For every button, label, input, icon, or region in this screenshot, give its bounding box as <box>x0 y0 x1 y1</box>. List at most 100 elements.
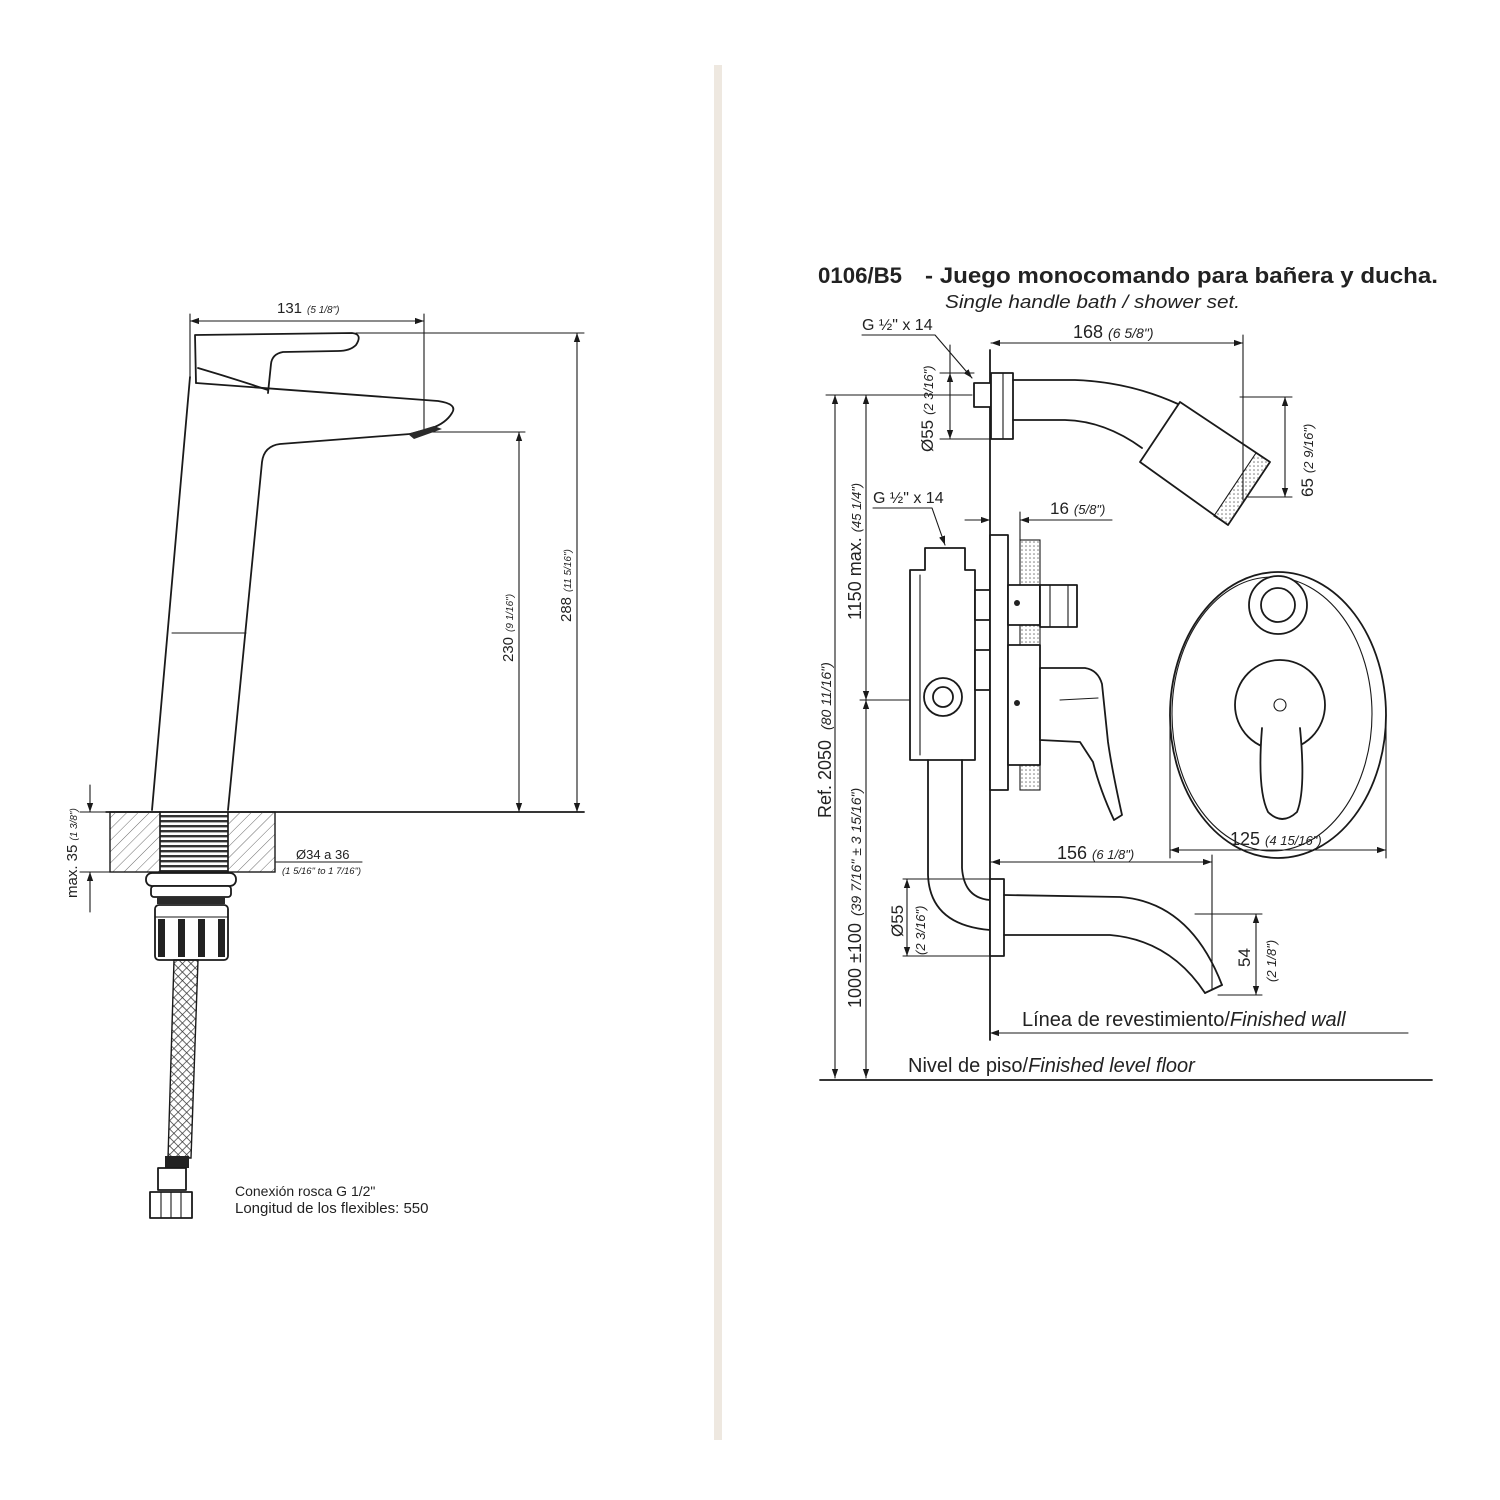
finished-floor-callout: Nivel de piso/Finished level floor <box>819 1055 1433 1081</box>
dimension-shower-arm-length: 168(6 5/8") <box>990 322 1244 501</box>
brand-logo-icon <box>1273 698 1287 712</box>
dimension-value: Ø55 <box>888 905 907 937</box>
dimension-inches: (45 1/4") <box>849 483 864 532</box>
dimension-inches: (2 3/16") <box>921 365 936 414</box>
extension-lines <box>902 878 991 957</box>
dimension-value: 1000 ±100 <box>845 923 865 1008</box>
diverter-knob-grooves <box>1049 584 1069 628</box>
dimension-label: Ø55 (2 3/16") <box>918 365 937 452</box>
spout-top <box>1003 894 1223 986</box>
shower-flange <box>990 372 1014 440</box>
dimension-spout-flange-diameter: Ø55 (2 3/16") <box>888 878 991 957</box>
nut-slot <box>198 919 205 957</box>
spout-top <box>195 382 455 435</box>
shower-arm-top <box>1012 379 1179 405</box>
handle-base <box>1007 644 1041 766</box>
dimension-inches: (2 9/16") <box>1301 424 1316 473</box>
shower-arm-bottom <box>1012 419 1143 449</box>
lever-handle-side-detail <box>1059 697 1099 701</box>
dimension-inches: (4 15/16") <box>1265 833 1322 848</box>
dimension-label: 156 (6 1/8") <box>1057 843 1134 863</box>
shower-thread-label: G ½" x 14 <box>862 317 933 334</box>
dimension-valve-height: 1000 ±100 (39 7/16" ± 3 15/16") <box>845 699 870 1079</box>
extension-lines <box>189 313 425 433</box>
spout-pipe-outer <box>927 759 991 931</box>
shower-inlet-nipple <box>973 382 992 408</box>
basin-mixer-drawing: 131 (5 1/8") 288 (11 5/16") 230(9 1/16") <box>64 300 585 1219</box>
bath-spout <box>989 878 1223 994</box>
spout-pipe-inner <box>961 759 991 901</box>
threaded-shank <box>159 811 229 873</box>
spout-outlet <box>1204 984 1223 994</box>
dimension-shower-flange-diameter: Ø55 (2 3/16") <box>918 344 992 452</box>
dimension-value: 16 <box>1050 499 1069 518</box>
dimension-value: 168 <box>1073 322 1103 342</box>
dimension-value: Ø55 <box>918 420 937 452</box>
fixing-nut-assembly <box>145 872 237 961</box>
connection-note: Conexión rosca G 1/2" <box>235 1183 375 1199</box>
finished-wall-label-en: Finished wall <box>1230 1009 1346 1031</box>
shower-head-face <box>1213 452 1271 526</box>
dimension-width: 131 (5 1/8") <box>189 300 425 433</box>
dimension-value: Ø34 a 36 <box>296 847 350 862</box>
lever-handle <box>194 332 360 394</box>
trim-side-view <box>989 534 1123 821</box>
dimension-plate-thickness: 16(5/8") <box>964 499 1113 541</box>
dimension-label: 16(5/8") <box>1050 499 1105 518</box>
body-front-edge <box>151 376 191 811</box>
dimension-inches: (6 1/8") <box>1092 847 1134 862</box>
hose-crimp <box>165 1156 189 1168</box>
lever-handle-side <box>1039 667 1123 821</box>
braided-hose <box>167 959 199 1159</box>
diverter-knob-outer <box>1248 575 1308 635</box>
countertop-hatch-left <box>109 811 161 873</box>
dimension-value: 131 <box>277 300 302 317</box>
dimension-inches: (9 1/16") <box>505 594 516 632</box>
cartridge-port <box>974 649 991 691</box>
bath-shower-set-drawing: 0106/B5 - Juego monocomando para bañera … <box>815 263 1438 1081</box>
spout-flange <box>989 878 1005 957</box>
flexible-hose <box>149 959 199 1219</box>
dimension-inches: (5 1/8") <box>307 305 339 316</box>
dimension-value: 54 <box>1235 948 1254 967</box>
finished-wall-label-es: Línea de revestimiento/ <box>1022 1009 1230 1031</box>
lever-handle-front <box>1259 727 1304 820</box>
dimension-value: 288 <box>558 597 575 622</box>
dimension-spout-drop: 54 (2 1/8") <box>1194 913 1279 996</box>
outlet-port-inner <box>932 686 954 708</box>
diverter-knob <box>1039 584 1078 628</box>
dimension-overall-height: 288 (11 5/16") <box>355 332 585 813</box>
connector-nut-facets <box>160 1191 182 1219</box>
extension-lines <box>1169 714 1387 859</box>
dimension-inches: (80 11/16") <box>818 662 834 730</box>
dimension-inches: (2 3/16") <box>913 906 928 955</box>
dimension-value: 125 <box>1230 829 1260 849</box>
finished-floor-label: Nivel de piso/Finished level floor <box>908 1055 1196 1077</box>
dimension-label: 230(9 1/16") <box>500 594 517 662</box>
finished-wall-label: Línea de revestimiento/Finished wall <box>1022 1009 1346 1031</box>
dimension-value: 65 <box>1298 478 1317 497</box>
trim-front-view <box>1169 571 1387 859</box>
diverter-stem <box>1007 584 1041 626</box>
dimension-label: 168(6 5/8") <box>1073 322 1153 342</box>
dimension-value: 156 <box>1057 843 1087 863</box>
dimension-spout-length: 156 (6 1/8") <box>990 843 1213 991</box>
castellated-nut <box>154 904 229 961</box>
gasket <box>150 885 232 898</box>
dimension-hole-diameter: Ø34 a 36 (1 5/16" to 1 7/16") <box>275 847 363 877</box>
dimension-shower-head-diameter: 65 (2 9/16") <box>1239 396 1317 498</box>
dimension-value: Ref. 2050 <box>815 740 835 818</box>
dimension-inches: (11 5/16") <box>563 549 574 592</box>
shower-thread-leader <box>861 334 973 379</box>
dimension-inches: (39 7/16" ± 3 15/16") <box>848 788 864 916</box>
diverter-knob-inner <box>1260 587 1296 623</box>
washer <box>145 872 237 887</box>
hose-fitting <box>157 1167 187 1191</box>
hose-length-note: Longitud de los flexibles: 550 <box>235 1200 428 1217</box>
dimension-value: max. 35 <box>64 845 81 898</box>
dimension-label: 288 (11 5/16") <box>558 549 575 622</box>
dimension-inches: (1 5/16" to 1 7/16") <box>282 866 361 877</box>
valve-thread-label: G ½" x 14 <box>873 490 944 507</box>
finished-floor-label-es: Nivel de piso/ <box>908 1055 1029 1077</box>
